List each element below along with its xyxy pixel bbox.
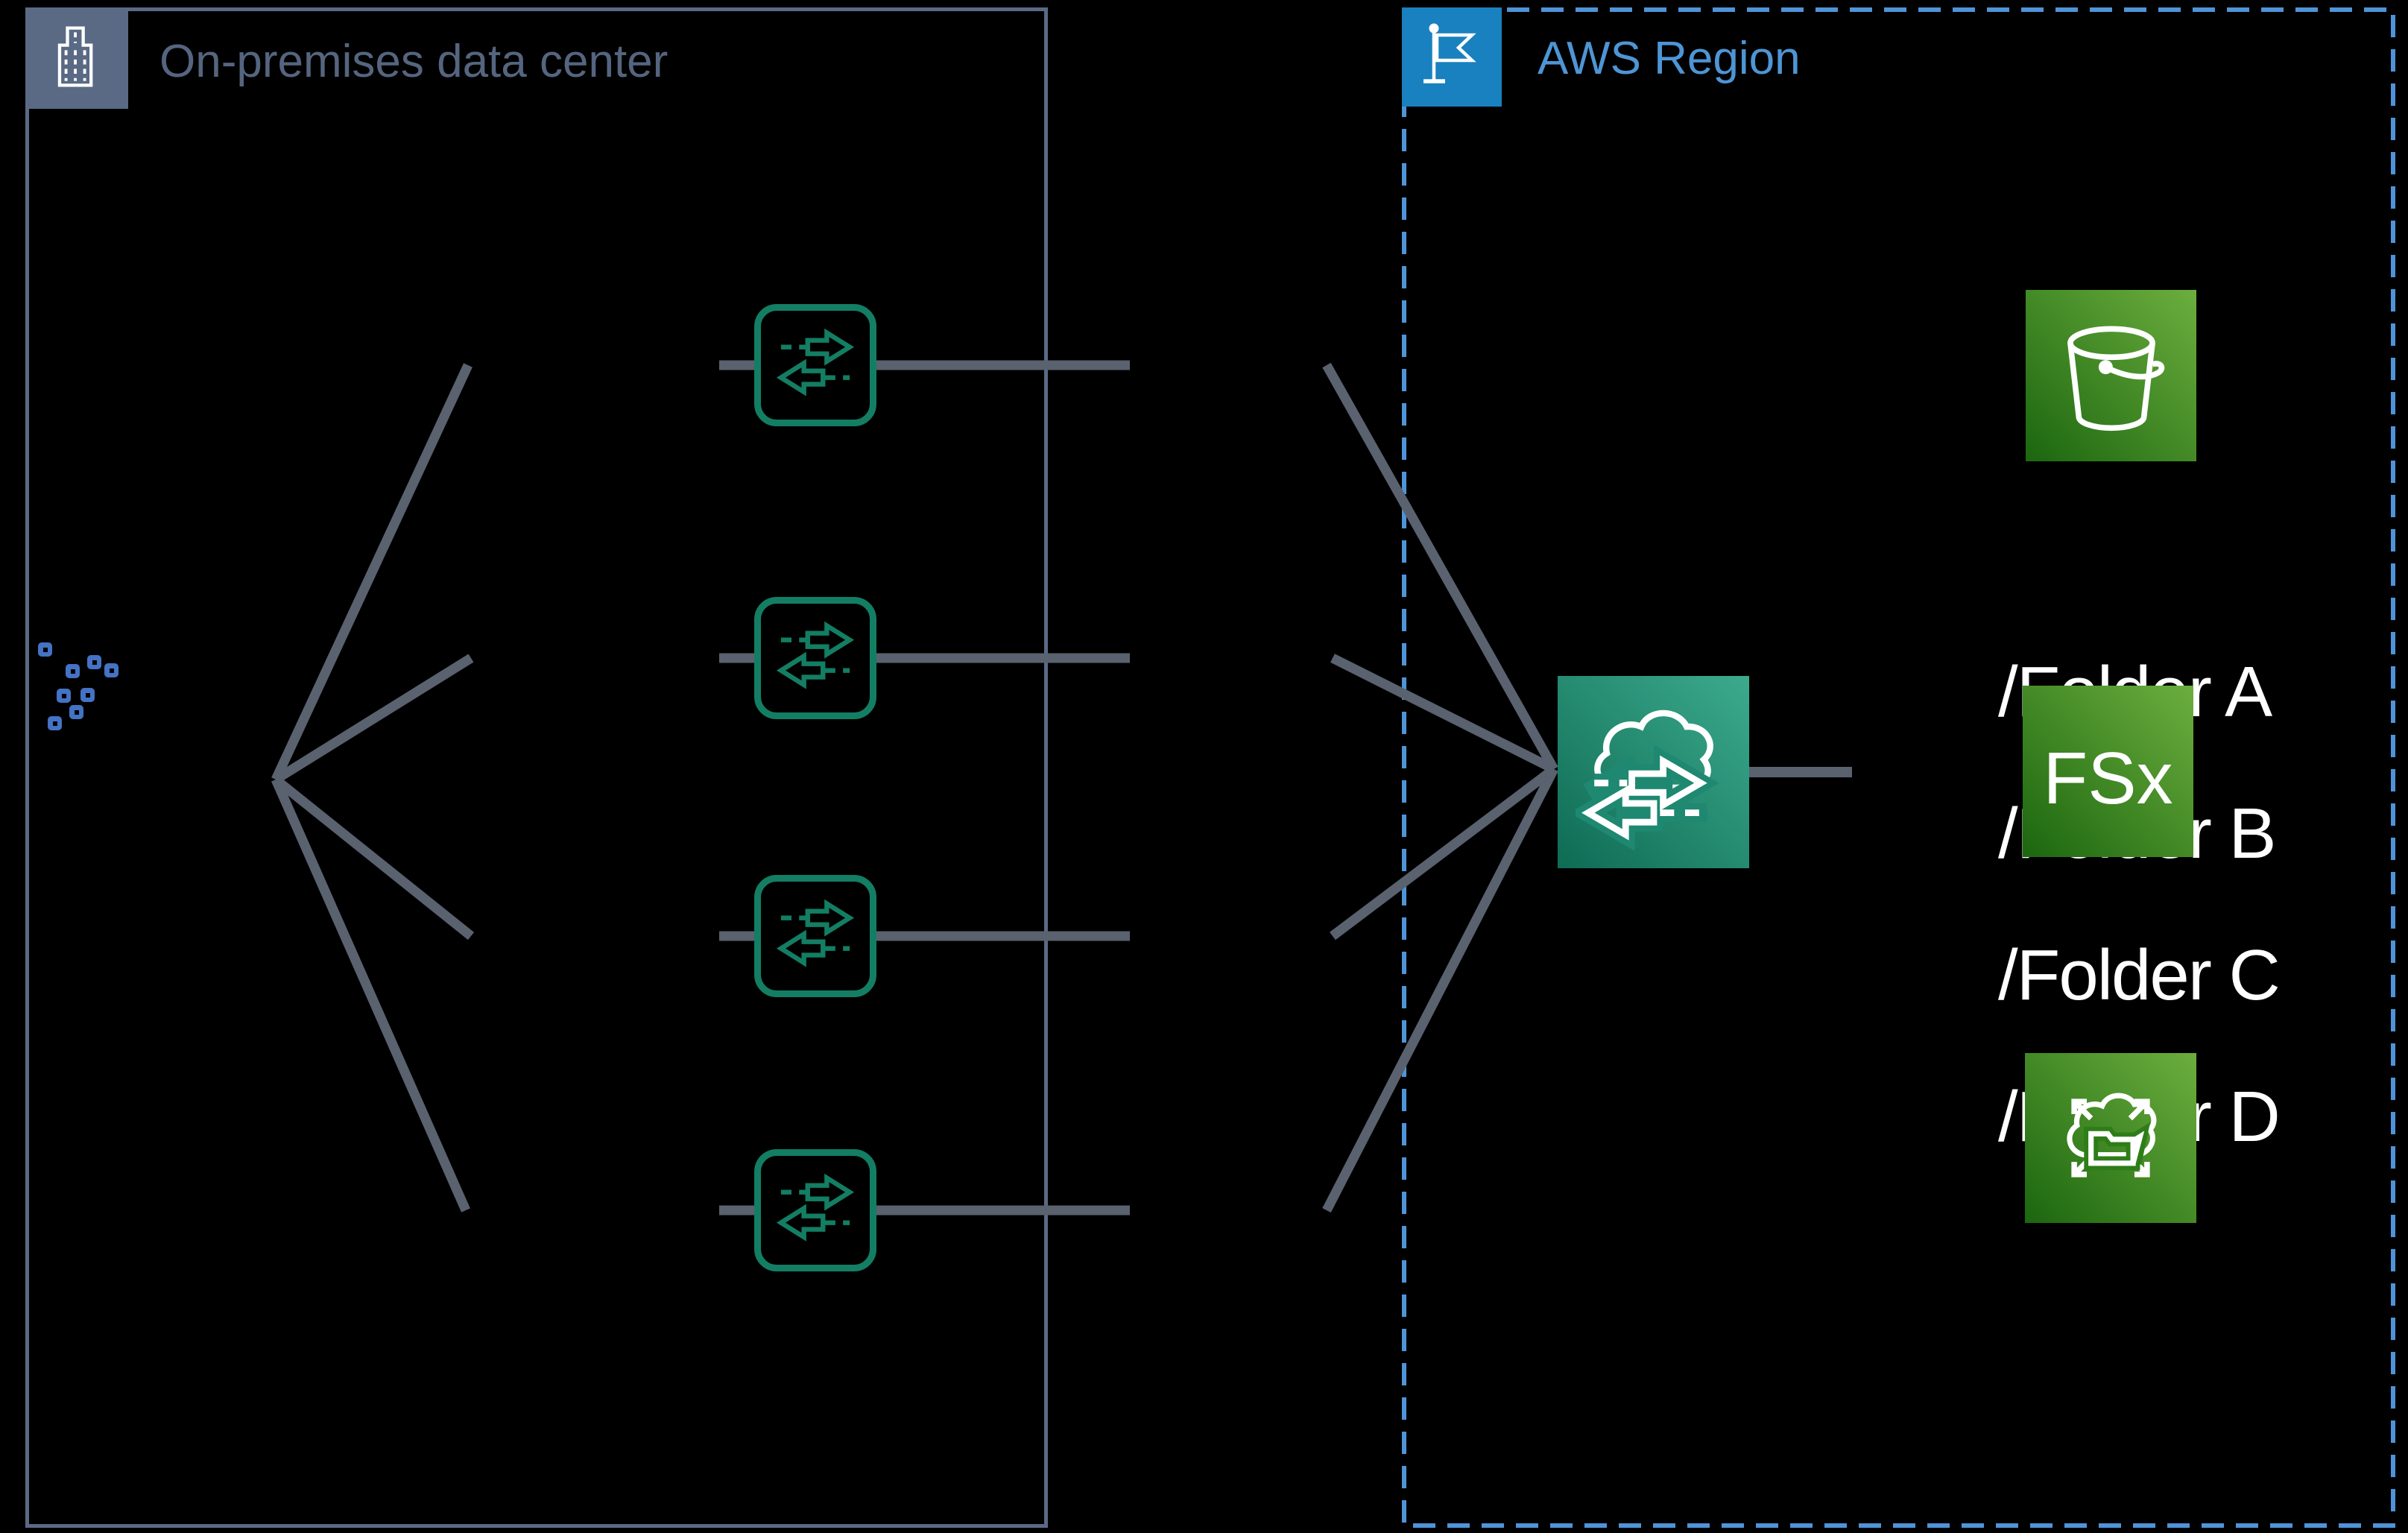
datasync-agent-icon (754, 304, 876, 426)
on-premises-header-square (25, 7, 128, 109)
fsx-icon: FSx (2023, 686, 2193, 857)
left-fan-line (273, 654, 474, 784)
left-fan-line (272, 775, 475, 941)
datasync-icon (1558, 676, 1749, 868)
s3-bucket-icon (2026, 290, 2196, 461)
aws-region-boundary (1402, 7, 2395, 1528)
left-fan-line (271, 363, 473, 782)
on-premises-title: On-premises data center (159, 36, 669, 87)
fsx-icon-label: FSx (2043, 736, 2173, 819)
on-premises-boundary (25, 7, 1048, 1528)
file-node (104, 663, 118, 677)
left-fan-line (271, 777, 470, 1213)
aws-region-header-square (1402, 7, 1502, 107)
right-fan-line (1322, 362, 1558, 772)
right-fan-line (1322, 767, 1558, 1213)
file-node (80, 688, 95, 702)
folder-label-c: /Folder C (1998, 935, 2281, 1015)
right-fan-line (1330, 654, 1556, 774)
aws-region-title: AWS Region (1538, 33, 1801, 84)
file-node (38, 642, 52, 657)
file-node (69, 705, 83, 719)
file-node (66, 664, 80, 678)
datasync-agent-icon (754, 1149, 876, 1271)
flag-icon (1415, 14, 1489, 100)
right-fan-line (1330, 765, 1557, 941)
file-node (48, 716, 62, 730)
datasync-agent-icon (754, 597, 876, 719)
file-node (87, 655, 101, 669)
datasync-agent-icon (754, 875, 876, 997)
file-node (57, 689, 71, 703)
efs-file-system-icon (2025, 1053, 2196, 1223)
building-icon (41, 17, 113, 100)
